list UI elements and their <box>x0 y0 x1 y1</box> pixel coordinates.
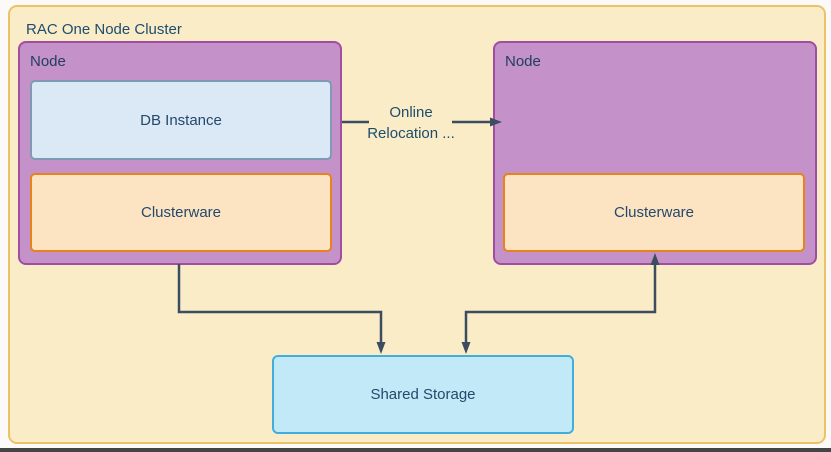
node-left-label: Node <box>30 53 66 70</box>
clusterware-box-right: Clusterware <box>503 173 805 252</box>
db-instance-box: DB Instance <box>30 80 332 160</box>
db-instance-label: DB Instance <box>140 111 222 129</box>
node-right-label: Node <box>505 53 541 70</box>
relocation-label-line1: Online <box>389 104 433 121</box>
clusterware-left-label: Clusterware <box>140 204 222 221</box>
relocation-label: Online Relocation ... <box>356 102 466 144</box>
relocation-label-line2: Relocation ... <box>367 125 455 142</box>
clusterware-box-left: Clusterware <box>30 173 332 252</box>
window-bottom-edge <box>0 448 831 452</box>
node-left: Node DB Instance Clusterware <box>18 41 342 265</box>
node-right: Node Clusterware <box>493 41 817 265</box>
cluster-title: RAC One Node Cluster <box>26 21 182 38</box>
shared-storage-box: Shared Storage <box>272 355 574 434</box>
clusterware-right-label: Clusterware <box>613 204 695 221</box>
shared-storage-label: Shared Storage <box>370 386 476 403</box>
